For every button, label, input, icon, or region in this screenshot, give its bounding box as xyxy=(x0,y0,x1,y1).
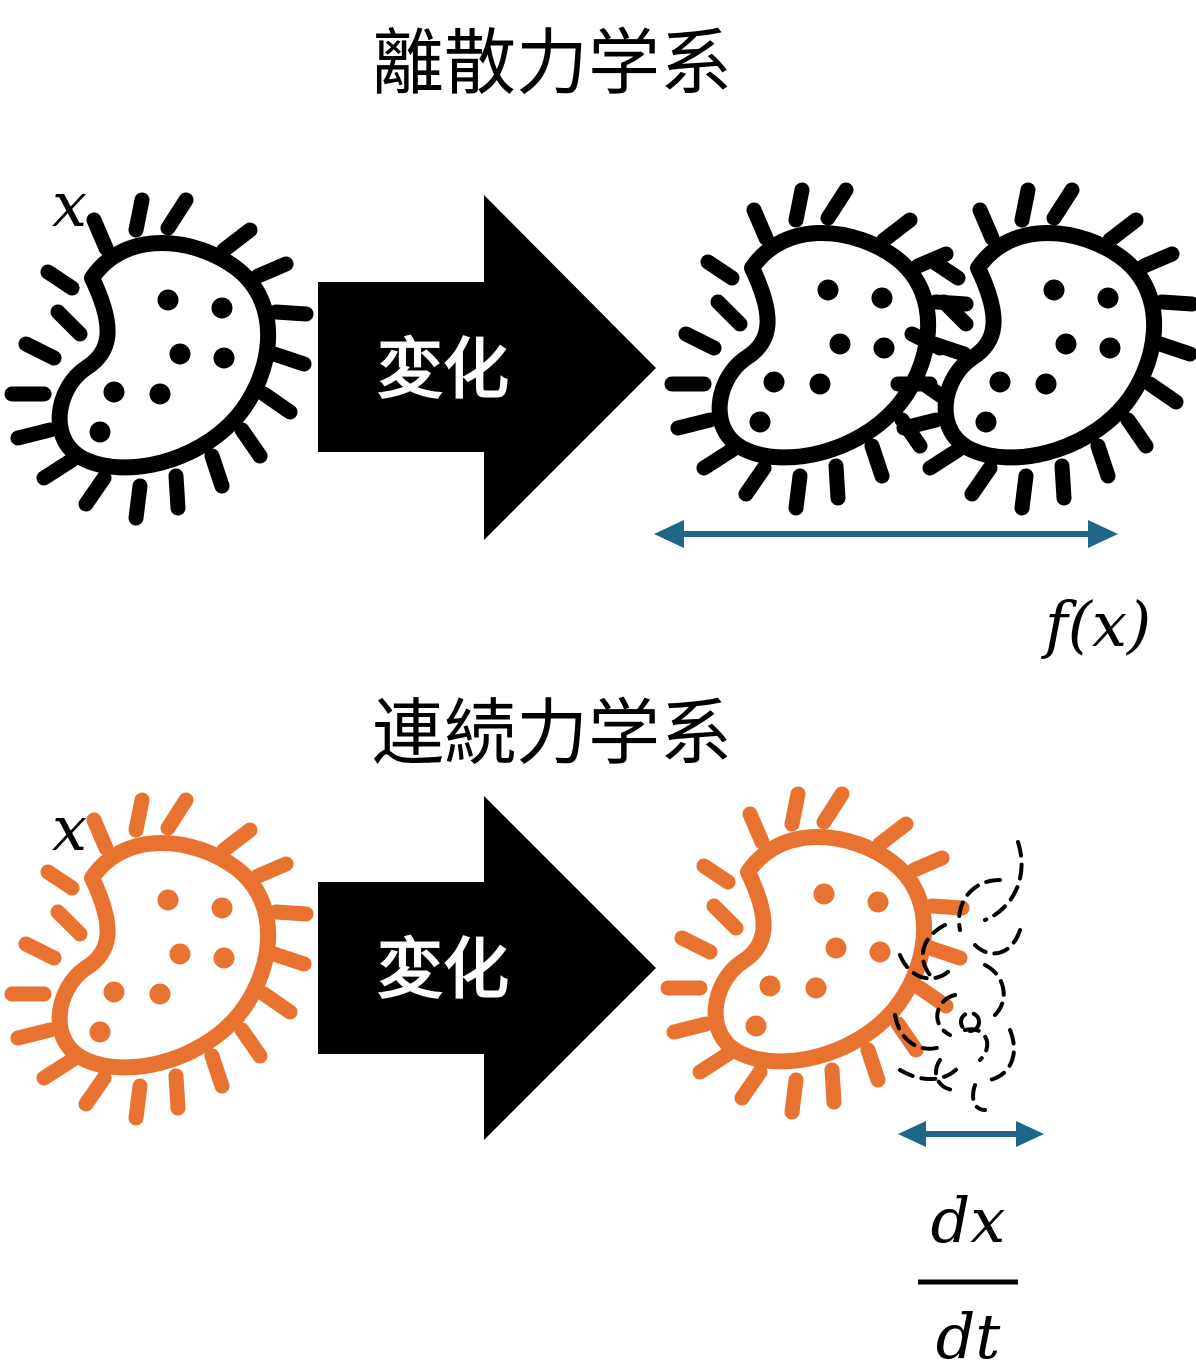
continuous-arrow-label: 変化 xyxy=(377,931,509,1008)
continuous-input-label: x xyxy=(52,792,87,865)
discrete-title: 離散力学系 xyxy=(372,21,732,105)
discrete-arrow-label: 変化 xyxy=(377,331,509,408)
change-arrow xyxy=(318,796,656,1140)
bacterium-icon xyxy=(672,190,966,508)
rate-arrow xyxy=(898,1121,1044,1147)
discrete-input-label: x xyxy=(52,168,87,241)
continuous-title: 連続力学系 xyxy=(372,691,732,775)
bacterium-icon xyxy=(898,190,1192,508)
dashed-fragments-icon xyxy=(893,840,1024,1112)
rate-denominator: dt xyxy=(936,1300,1001,1366)
discrete-output-label: f(x) xyxy=(1041,588,1151,661)
change-arrow xyxy=(318,195,656,540)
bacterium-icon xyxy=(12,200,306,518)
measure-arrow xyxy=(654,520,1118,548)
rate-numerator: dx xyxy=(931,1184,1006,1257)
bacterium-icon xyxy=(668,794,962,1112)
